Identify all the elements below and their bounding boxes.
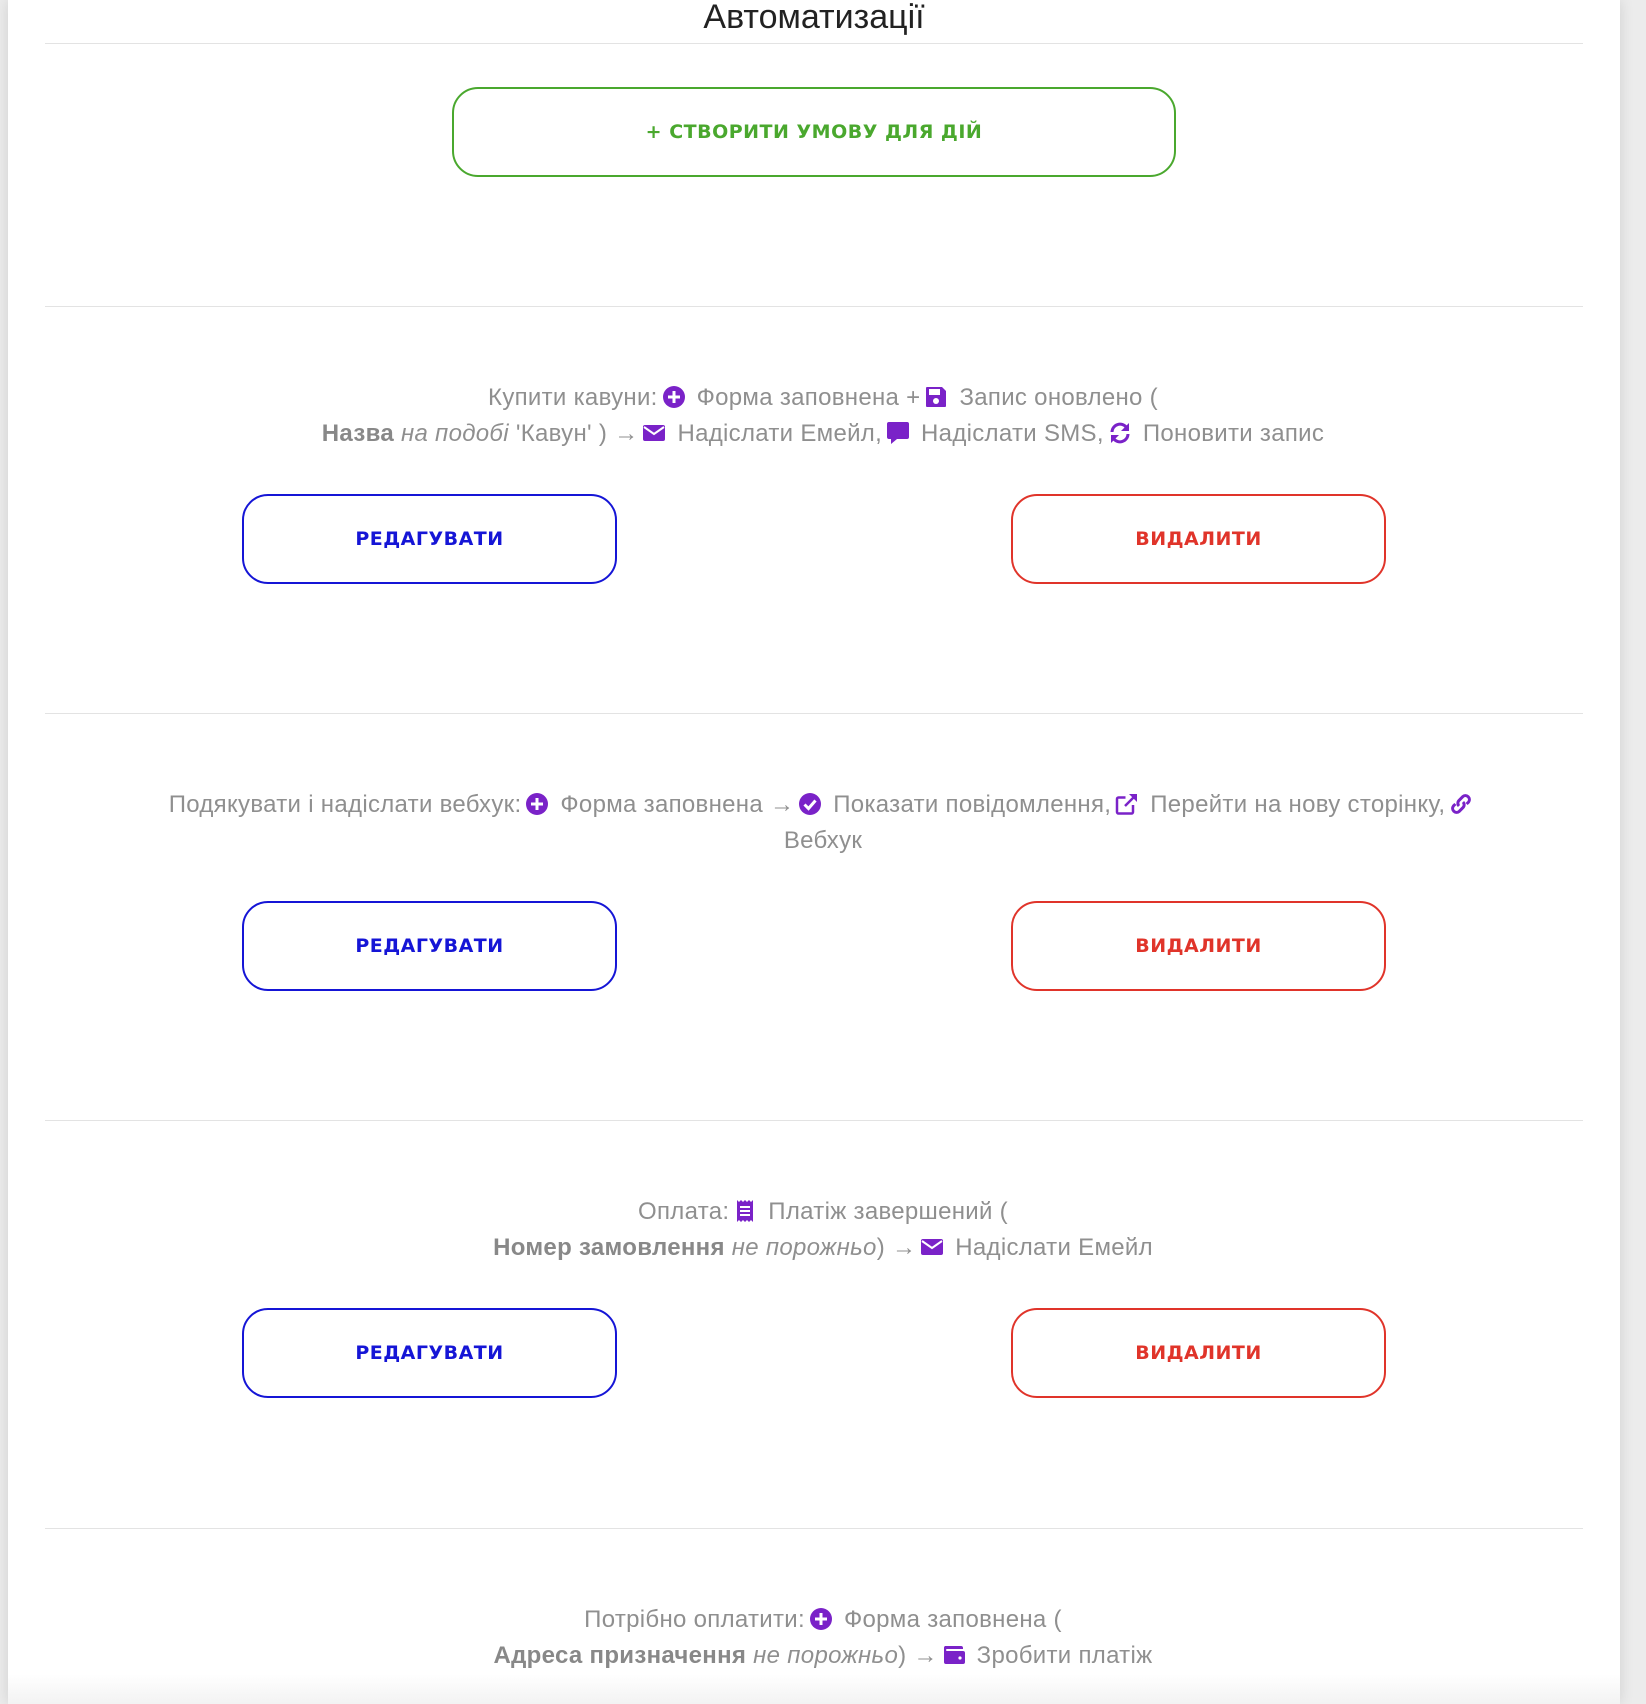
action-label: Надіслати SMS,	[921, 420, 1104, 447]
envelope-icon	[920, 1235, 944, 1259]
condition-operator: на подобі	[400, 420, 509, 447]
condition-operator: не порожньо	[753, 1642, 899, 1669]
trigger-label: Платіж завершений (	[768, 1198, 1008, 1225]
divider	[45, 1528, 1583, 1529]
edit-button[interactable]: РЕДАГУВАТИ	[242, 1308, 617, 1398]
action-label: Показати повідомлення,	[833, 791, 1112, 818]
trigger-label: Запис оновлено (	[959, 384, 1158, 411]
link-icon	[1449, 792, 1473, 816]
action-label: Поновити запис	[1142, 420, 1325, 447]
page-title: Автоматизації	[703, 0, 925, 36]
condition-field: Назва	[321, 420, 394, 447]
trigger-label: Форма заповнена +	[696, 384, 921, 411]
sync-icon	[1108, 421, 1132, 445]
condition-field: Адреса призначення	[493, 1642, 747, 1669]
edit-button[interactable]: РЕДАГУВАТИ	[242, 901, 617, 991]
action-label: Надіслати Емейл	[955, 1234, 1153, 1261]
action-label: Зробити платіж	[976, 1642, 1153, 1669]
action-label: Перейти на нову сторінку,	[1150, 791, 1446, 818]
arrow-right: →	[913, 1642, 938, 1669]
delete-button[interactable]: ВИДАЛИТИ	[1011, 494, 1386, 584]
wallet-icon	[942, 1643, 966, 1667]
envelope-icon	[642, 421, 666, 445]
comment-icon	[886, 421, 910, 445]
trigger-label: Форма заповнена (	[843, 1606, 1062, 1633]
divider	[45, 306, 1583, 307]
condition-value: )	[876, 1234, 885, 1261]
rule-name: Подякувати і надіслати вебхук:	[168, 791, 522, 818]
condition-value: )	[898, 1642, 907, 1669]
condition-operator: не порожньо	[731, 1234, 877, 1261]
rule-name: Потрібно оплатити:	[584, 1606, 805, 1633]
plus-circle-icon	[662, 385, 686, 409]
condition-field: Номер замовлення	[493, 1234, 725, 1261]
delete-button[interactable]: ВИДАЛИТИ	[1011, 1308, 1386, 1398]
action-label: Надіслати Емейл,	[677, 420, 883, 447]
rule-name: Купити кавуни:	[488, 384, 658, 411]
trigger-label: Форма заповнена	[560, 791, 763, 818]
action-label: Вебхук	[783, 827, 863, 854]
create-condition-button[interactable]: + СТВОРИТИ УМОВУ ДЛЯ ДІЙ	[452, 87, 1176, 177]
check-circle-icon	[798, 792, 822, 816]
save-icon	[924, 385, 948, 409]
automation-rule-summary: Подякувати і надіслати вебхук: Форма зап…	[98, 787, 1548, 859]
external-link-icon	[1115, 792, 1139, 816]
plus-circle-icon	[809, 1607, 833, 1631]
condition-value: 'Кавун' )	[515, 420, 608, 447]
divider	[45, 1120, 1583, 1121]
receipt-icon	[733, 1199, 757, 1223]
divider	[45, 713, 1583, 714]
arrow-right: →	[614, 420, 639, 447]
automation-rule-summary: Оплата: Платіж завершений ( Номер замовл…	[98, 1194, 1548, 1266]
rule-name: Оплата:	[638, 1198, 730, 1225]
plus-circle-icon	[525, 792, 549, 816]
arrow-right: →	[769, 791, 795, 818]
divider	[45, 43, 1583, 44]
bottom-fade	[8, 1674, 1620, 1704]
automation-rule-summary: Потрібно оплатити: Форма заповнена ( Адр…	[98, 1602, 1548, 1674]
automations-panel: Автоматизації + СТВОРИТИ УМОВУ ДЛЯ ДІЙ К…	[8, 0, 1620, 1704]
arrow-right: →	[891, 1234, 917, 1261]
delete-button[interactable]: ВИДАЛИТИ	[1011, 901, 1386, 991]
edit-button[interactable]: РЕДАГУВАТИ	[242, 494, 617, 584]
automation-rule-summary: Купити кавуни: Форма заповнена + Запис о…	[98, 380, 1548, 452]
